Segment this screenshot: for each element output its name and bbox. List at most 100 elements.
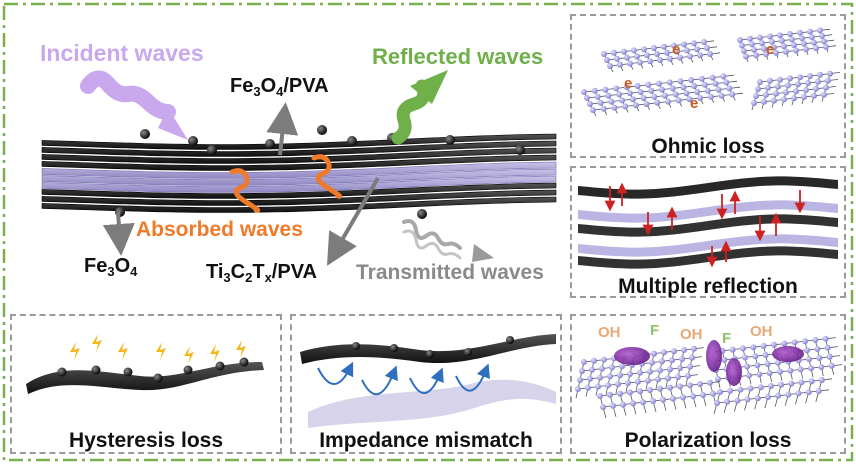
fe3o4-particle <box>215 361 225 371</box>
ohmic-loss-panel: Ohmic loss <box>570 14 846 158</box>
atom <box>726 85 733 92</box>
atom <box>666 79 673 86</box>
impedance-mismatch-panel: Impedance mismatch <box>290 314 562 454</box>
atom <box>777 76 783 83</box>
atom <box>704 87 711 94</box>
atom <box>579 368 585 374</box>
atom <box>671 348 677 355</box>
atom <box>648 87 655 94</box>
atom <box>743 53 749 60</box>
dipole-ellipse <box>706 340 722 372</box>
atom <box>627 389 633 396</box>
atom <box>740 345 746 352</box>
atom <box>771 97 777 104</box>
atom <box>698 75 705 82</box>
atom <box>795 81 801 88</box>
atom <box>677 383 683 390</box>
atom <box>808 378 815 385</box>
reflected-wave-arrow <box>455 363 490 392</box>
atom <box>723 79 730 86</box>
atom <box>707 51 713 57</box>
atom <box>617 61 623 68</box>
atom <box>757 384 764 391</box>
atom <box>787 75 793 82</box>
absorbed-waves-label: Absorbed waves <box>136 218 303 241</box>
atom <box>795 390 802 397</box>
atom <box>605 92 612 99</box>
atom <box>803 46 809 53</box>
atom <box>602 86 609 93</box>
atom <box>751 100 757 106</box>
atom <box>811 92 817 99</box>
atom <box>643 101 650 107</box>
f-group-label: F <box>722 330 732 347</box>
atom <box>805 389 812 396</box>
atom <box>701 81 708 88</box>
atom <box>767 383 774 389</box>
atom <box>614 55 620 62</box>
fe3o4-particle <box>417 209 427 219</box>
polarization-loss-illustration <box>575 335 843 419</box>
laminate-stack <box>41 125 557 219</box>
atom <box>675 97 682 104</box>
atom <box>807 28 813 35</box>
atom <box>816 355 823 361</box>
ti3c2tx-pva-sheet <box>41 161 557 179</box>
atom <box>777 368 783 375</box>
atom <box>781 340 788 347</box>
ti3c2tx-pva-sheet <box>41 175 557 193</box>
atom <box>617 372 623 379</box>
atom <box>645 81 652 88</box>
atom <box>594 93 601 100</box>
atom <box>754 395 761 402</box>
atom <box>823 43 829 50</box>
atom <box>597 374 603 381</box>
atom <box>771 44 777 51</box>
polarization-loss-caption: Polarization loss <box>624 429 792 452</box>
atom <box>808 365 814 372</box>
atom <box>769 38 775 45</box>
impedance-mismatch-illustration <box>300 334 556 428</box>
atom <box>595 383 601 390</box>
fe3o4-pva-sheet <box>41 196 557 213</box>
atom <box>775 359 781 366</box>
atom <box>631 47 637 54</box>
atom <box>611 104 618 111</box>
atom <box>647 58 653 65</box>
atom <box>720 73 727 80</box>
atom <box>619 363 625 370</box>
atom <box>806 356 812 363</box>
atom <box>640 399 646 406</box>
atom <box>691 83 698 89</box>
hysteresis-sheet <box>26 362 264 394</box>
atom <box>757 79 763 85</box>
atom <box>764 361 771 367</box>
atom <box>669 85 676 92</box>
electron-label: e <box>766 41 775 58</box>
atom <box>659 86 665 93</box>
atom <box>660 396 666 403</box>
fe3o4-particle <box>347 136 357 146</box>
heat-spark-icon <box>210 344 220 362</box>
atom <box>701 39 707 45</box>
multiple-reflection-panel: Multiple reflection <box>570 166 846 298</box>
atom <box>621 48 627 55</box>
atom <box>662 92 668 99</box>
atom <box>694 46 700 53</box>
electron-label: e <box>690 95 699 112</box>
transmitted-waves-label: Transmitted waves <box>356 261 544 284</box>
atom <box>729 346 736 353</box>
atom <box>825 77 831 84</box>
impedance-sheet <box>300 334 556 364</box>
incident-waves-label: Incident waves <box>40 40 204 66</box>
atom <box>697 95 704 101</box>
reflected-waves-label: Reflected waves <box>372 44 544 69</box>
atom <box>709 74 716 81</box>
atom <box>791 42 797 48</box>
polarization-loss-panel: Polarization loss <box>570 314 846 454</box>
atom <box>821 38 827 45</box>
atom <box>824 344 831 351</box>
atom <box>637 59 643 66</box>
atom <box>822 335 829 342</box>
reflected-wave-arrow <box>409 367 444 394</box>
